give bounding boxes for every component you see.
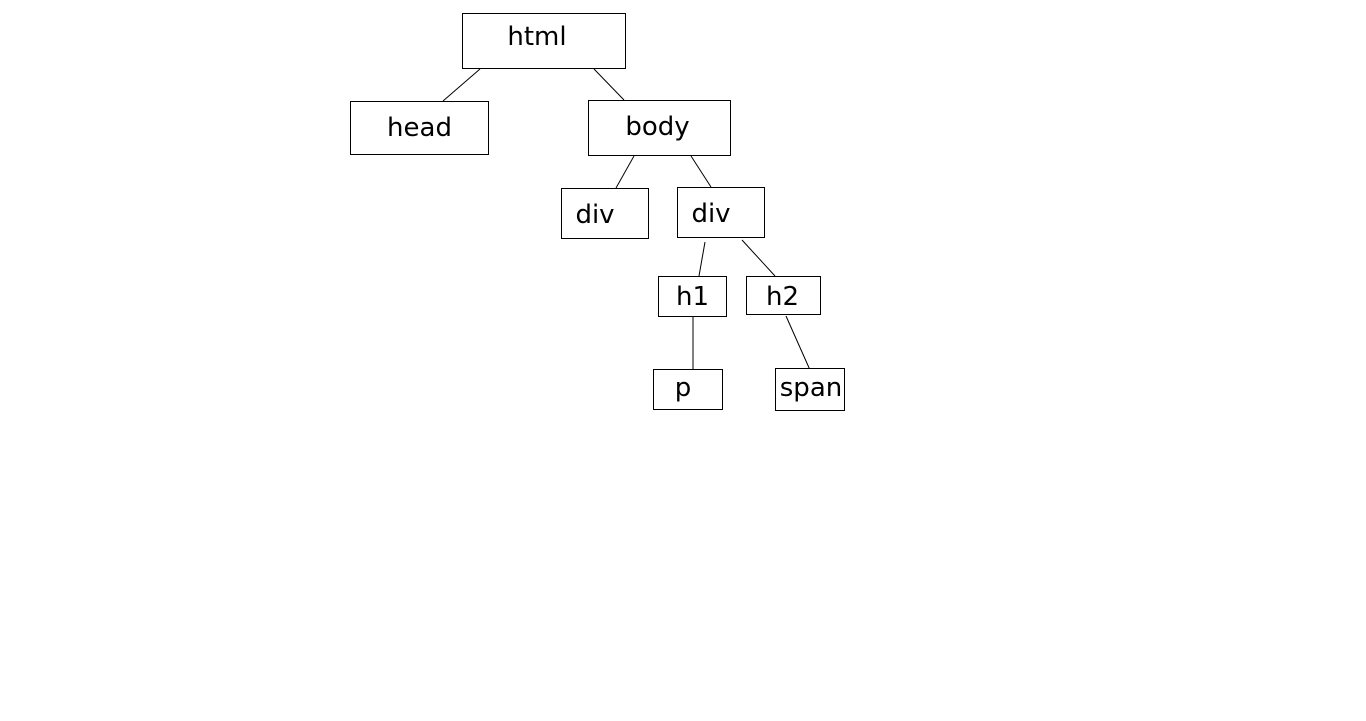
edge-html-head <box>442 68 481 102</box>
edge-div2-h2 <box>741 239 776 277</box>
node-label: div <box>691 198 731 229</box>
node-html: html <box>462 13 626 69</box>
node-label: span <box>779 372 843 403</box>
node-label: body <box>625 112 690 142</box>
node-label: head <box>387 113 452 143</box>
edge-html-body <box>593 68 625 101</box>
node-div-left: div <box>561 188 649 239</box>
node-p: p <box>653 369 723 410</box>
edge-body-div2 <box>690 155 712 188</box>
node-label: h2 <box>765 281 800 312</box>
node-h2: h2 <box>746 276 821 315</box>
node-div-right: div <box>677 187 765 238</box>
node-label: div <box>575 199 615 230</box>
edge-body-div1 <box>615 155 635 189</box>
node-span: span <box>775 368 845 411</box>
edge-div2-h1 <box>698 241 706 277</box>
edge-h2-span <box>785 315 811 371</box>
node-h1: h1 <box>658 276 727 317</box>
node-label: h1 <box>675 281 710 312</box>
node-label: p <box>674 372 692 403</box>
node-label: html <box>507 22 567 52</box>
node-head: head <box>350 101 489 155</box>
node-body: body <box>588 100 731 156</box>
